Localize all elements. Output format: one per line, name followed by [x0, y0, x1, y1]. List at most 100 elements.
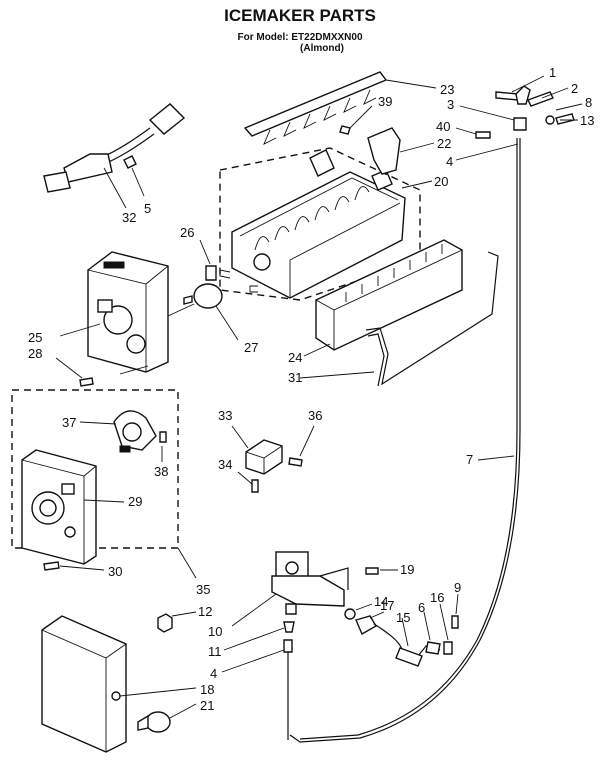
bearing-22 — [367, 127, 401, 175]
callout-12: 12 — [198, 604, 212, 619]
fill-cup-assembly — [475, 85, 575, 139]
leader-1 — [511, 75, 545, 93]
callout-20: 20 — [434, 174, 448, 189]
leader-39 — [349, 105, 373, 129]
leader-7 — [477, 455, 515, 461]
leader-21 — [169, 703, 197, 719]
leader-27 — [215, 305, 239, 341]
screw-39 — [339, 125, 351, 135]
screw-30 — [43, 561, 60, 571]
leader-6 — [423, 611, 431, 641]
leader-8 — [555, 103, 583, 111]
fitting-11 — [283, 621, 295, 633]
callout-34: 34 — [218, 457, 232, 472]
callout-18: 18 — [200, 682, 214, 697]
leader-40 — [455, 127, 477, 135]
thermostat-27 — [183, 283, 223, 309]
leader-4b — [221, 649, 285, 673]
leader-26 — [199, 239, 211, 265]
leader-12 — [171, 611, 197, 617]
coupler-26 — [205, 265, 217, 281]
callout-17: 17 — [380, 598, 394, 613]
leader-32 — [103, 167, 127, 209]
thermo-link — [167, 303, 195, 317]
leader-11 — [223, 627, 285, 651]
callout-10: 10 — [208, 624, 222, 639]
leader-15 — [401, 617, 409, 647]
nut-16 — [443, 641, 453, 655]
callout-21: 21 — [200, 698, 214, 713]
callout-9: 9 — [454, 580, 461, 595]
leader-20 — [401, 180, 433, 189]
callout-39: 39 — [378, 94, 392, 109]
fill-tube-7 — [289, 138, 521, 743]
nut-12 — [157, 613, 173, 633]
leader-3 — [459, 105, 515, 121]
callout-15: 15 — [396, 610, 410, 625]
callout-36: 36 — [308, 408, 322, 423]
connector-17 — [355, 615, 377, 635]
module-29 — [21, 449, 97, 565]
leader-30 — [59, 565, 105, 571]
leader-23 — [385, 79, 437, 89]
callout-35: 35 — [196, 582, 210, 597]
callout-33: 33 — [218, 408, 232, 423]
variant-line: (Almond) — [300, 43, 344, 54]
leader-16 — [439, 603, 449, 641]
screw-19 — [365, 567, 379, 575]
leader-14 — [355, 603, 373, 611]
mold-20 — [219, 149, 406, 299]
leader-22 — [399, 142, 435, 153]
callout-13: 13 — [580, 113, 594, 128]
leader-28 — [55, 357, 83, 379]
callout-30: 30 — [108, 564, 122, 579]
callout-31: 31 — [288, 370, 302, 385]
callout-26: 26 — [180, 225, 194, 240]
washer-14 — [344, 608, 356, 620]
callout-23: 23 — [440, 82, 454, 97]
callout-38: 38 — [154, 464, 168, 479]
leader-31 — [299, 371, 375, 379]
callout-4a: 4 — [446, 154, 453, 169]
leader-4a — [455, 143, 519, 161]
callout-29: 29 — [128, 494, 142, 509]
callout-24: 24 — [288, 350, 302, 365]
leader-34 — [237, 471, 253, 485]
callout-7: 7 — [466, 452, 473, 467]
fitting-4b — [283, 639, 293, 653]
callout-37: 37 — [62, 415, 76, 430]
sleeve-6 — [425, 641, 441, 655]
knob-21 — [137, 711, 171, 733]
support-24 — [315, 239, 463, 351]
housing-link — [119, 365, 149, 375]
leader-33 — [231, 425, 249, 449]
screw-9 — [451, 615, 459, 629]
cover-18 — [41, 615, 127, 753]
screw-28 — [79, 377, 94, 387]
bracket-33 — [245, 439, 283, 475]
screw-38 — [159, 431, 167, 443]
wire-harness-32 — [43, 103, 186, 193]
leader-10 — [231, 593, 277, 627]
leader-37 — [79, 421, 117, 425]
callout-22: 22 — [437, 136, 451, 151]
callout-19: 19 — [400, 562, 414, 577]
callout-2: 2 — [571, 81, 578, 96]
housing-25 — [87, 251, 169, 373]
screw-34 — [251, 479, 259, 493]
leader-25 — [59, 323, 101, 337]
leader-35 — [177, 547, 197, 579]
model-line: For Model: ET22DMXXN00 — [237, 32, 362, 43]
callout-11: 11 — [208, 644, 222, 659]
callout-14: 14 — [374, 594, 388, 609]
callout-1: 1 — [549, 65, 556, 80]
leader-29 — [83, 499, 125, 503]
callout-27: 27 — [244, 340, 258, 355]
leader-18 — [119, 687, 197, 697]
ejector-23 — [243, 71, 388, 145]
water-valve-10 — [271, 551, 349, 615]
callout-3: 3 — [447, 97, 454, 112]
callout-5: 5 — [144, 201, 151, 216]
